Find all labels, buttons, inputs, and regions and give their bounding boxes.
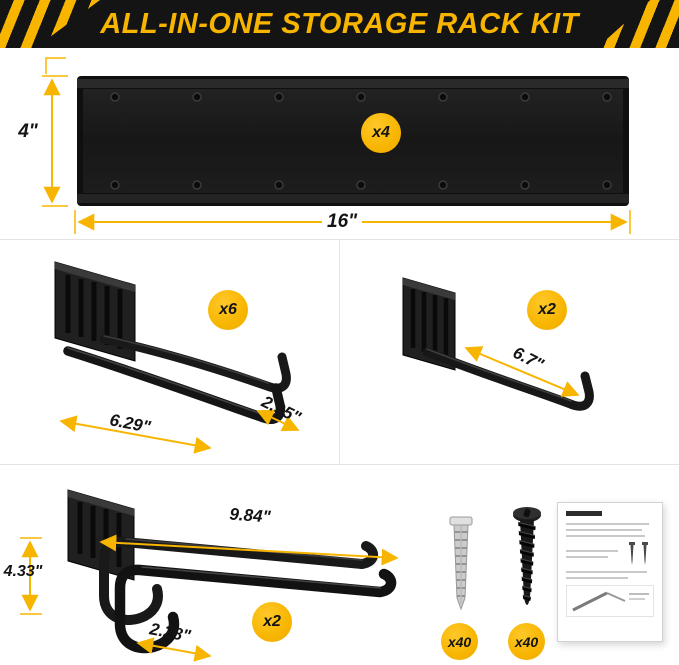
guide-text-line [566,523,649,525]
guide-screws-icon [629,542,648,565]
rail-screw-heads [110,92,612,190]
screw-illustration [513,507,541,605]
guide-title-bar [566,511,602,516]
guide-text-line [566,529,642,531]
guide-text-line [566,571,647,573]
divider-vertical [339,239,340,465]
rail-height-label: 4" [18,121,38,142]
header-banner: ALL-IN-ONE STORAGE RACK KIT [0,0,679,48]
guide-text-line [566,577,628,579]
guide-install-diagram [566,585,654,617]
rail-quantity-badge: x4 [361,113,401,153]
guide-bracket-icon [572,591,649,612]
diagonal-stripes-left-icon [0,0,100,48]
guide-text-line [566,535,646,537]
hook-plate [54,261,136,362]
screw-quantity-badge: x40 [508,623,545,660]
large-hook-quantity-badge: x2 [252,602,292,642]
mounting-rail-illustration [77,76,629,206]
page-title: ALL-IN-ONE STORAGE RACK KIT [100,7,579,40]
large-hook-drop-label: 4.33" [3,563,43,580]
double-prong-hook-illustration [54,261,291,424]
flat-hook-illustration [402,277,594,411]
guide-text-line [566,556,608,558]
guide-text-line [566,550,618,552]
rail-body [77,76,629,206]
guide-tools-row [566,541,654,567]
hook-plate [402,277,456,371]
user-guide-card [557,502,663,642]
anchor-quantity-badge: x40 [441,623,478,660]
rail-width-label: 16" [322,211,363,233]
wall-anchor-illustration [449,516,473,611]
small-hook-quantity-badge: x2 [527,290,567,330]
diagonal-stripes-right-icon [597,0,679,48]
medium-hook-quantity-badge: x6 [208,290,248,330]
